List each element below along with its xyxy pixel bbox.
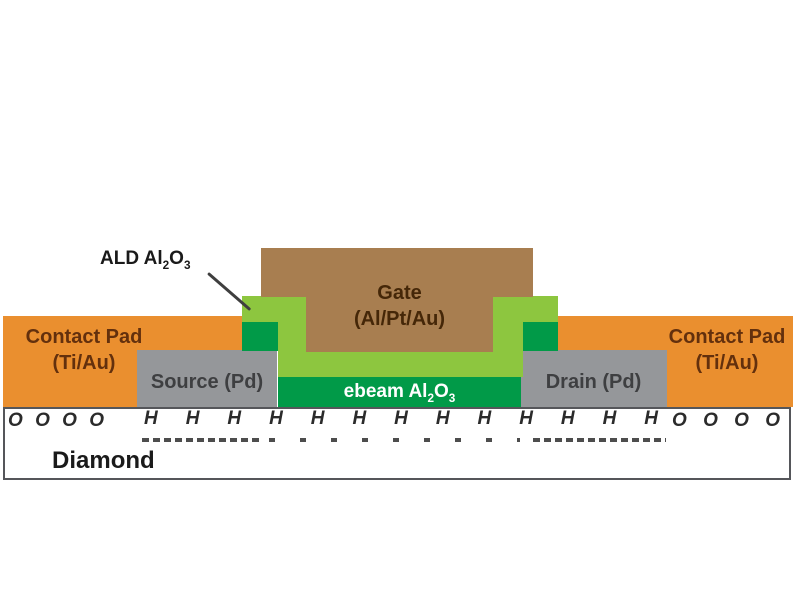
ald-pointer-line	[207, 272, 252, 312]
contact-pad-left-line2: (Ti/Au)	[52, 352, 116, 374]
hydrogen-atom: H	[435, 408, 450, 429]
hydrogen-atom: H	[644, 408, 658, 429]
ebeam-oxide-block-left	[242, 322, 278, 351]
oxygen-atom: O	[8, 410, 23, 431]
contact-pad-right-line1: Contact Pad	[668, 326, 786, 348]
oxygen-atom: O	[765, 410, 780, 431]
drain-label: Drain (Pd)	[545, 371, 642, 393]
diamond-substrate	[3, 407, 791, 480]
channel-dash-sparse-center	[269, 438, 520, 442]
oxygen-atom: O	[672, 410, 687, 431]
hydrogen-atom: H	[185, 408, 200, 429]
hydrogen-atom: H	[144, 408, 158, 429]
source-label: Source (Pd)	[150, 371, 264, 393]
channel-dash-dense-left	[142, 438, 263, 442]
contact-pad-left-label: Contact Pad (Ti/Au)	[3, 324, 165, 376]
ald-oxide-bottom	[278, 352, 523, 377]
drain-electrode: Drain (Pd)	[520, 350, 667, 407]
ebeam-oxide-bar: ebeam Al2O3	[278, 377, 521, 407]
hydrogen-atom: H	[560, 408, 575, 429]
ebeam-oxide-block-right	[523, 322, 558, 351]
ald-oxide-upper-right	[493, 296, 558, 323]
hydrogen-atom: H	[477, 408, 492, 429]
hydrogen-atom: H	[227, 408, 242, 429]
hydrogen-atom: H	[352, 408, 367, 429]
ebeam-label-text: ebeam Al2O3	[343, 381, 456, 405]
ald-annotation-label: ALD Al2O3	[100, 248, 191, 272]
contact-pad-left-line1: Contact Pad	[25, 326, 143, 348]
channel-dash-dense-right	[533, 438, 666, 442]
source-electrode: Source (Pd)	[137, 350, 277, 407]
contact-pad-right-label: Contact Pad (Ti/Au)	[648, 324, 800, 376]
oxygen-atom: O	[35, 410, 50, 431]
oxygen-atom: O	[734, 410, 749, 431]
contact-pad-right-line2: (Ti/Au)	[695, 352, 759, 374]
hydrogen-atom: H	[394, 408, 408, 429]
oxygen-atom: O	[89, 410, 104, 431]
gate-metal-top	[261, 248, 533, 297]
hydrogen-atom: H	[602, 408, 617, 429]
gate-label-line2: (Al/Pt/Au)	[353, 308, 446, 330]
gate-label-line1: Gate	[377, 282, 422, 304]
hydrogen-atom: H	[310, 408, 325, 429]
gate-label: Gate (Al/Pt/Au)	[306, 280, 493, 332]
substrate-label: Diamond	[52, 447, 155, 474]
ebeam-oxide-label: ebeam Al2O3	[278, 377, 521, 407]
oxygen-atom: O	[62, 410, 77, 431]
hydrogen-atom: H	[519, 408, 533, 429]
oxygen-atom: O	[703, 410, 718, 431]
gate-metal-foot	[306, 296, 493, 352]
hydrogen-atom: H	[269, 408, 283, 429]
ald-label-text: ALD Al2O3	[100, 248, 191, 272]
ald-oxide-upper-left	[242, 296, 306, 323]
